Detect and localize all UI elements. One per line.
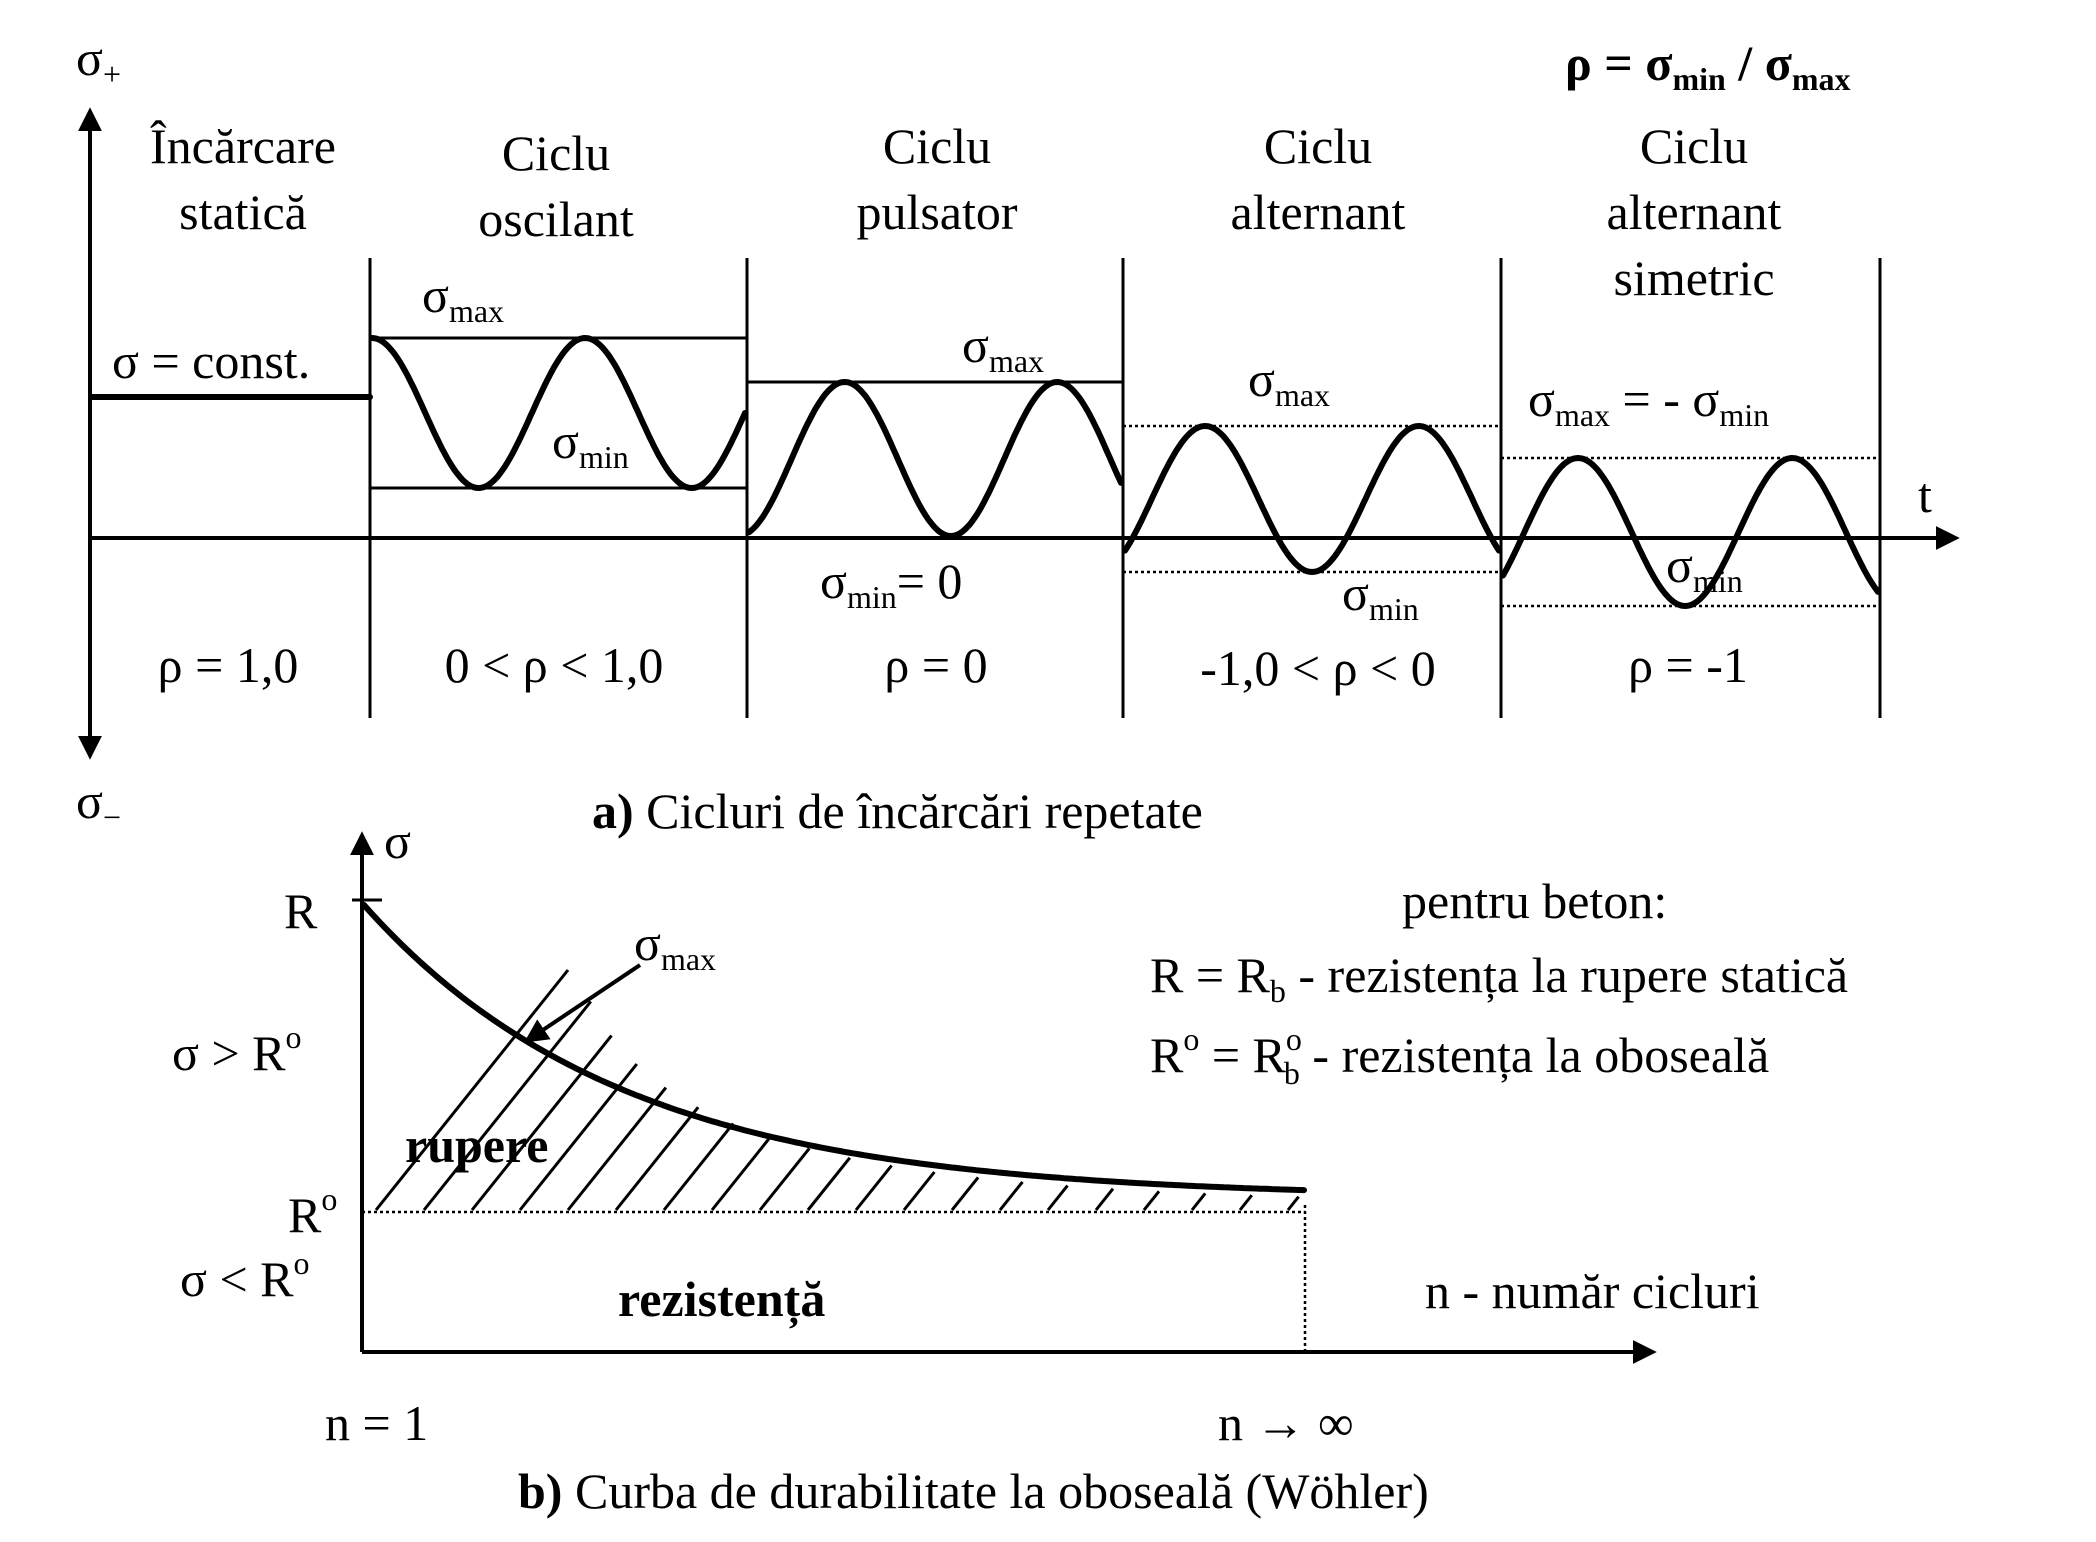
rho-static: ρ = 1,0 — [158, 637, 299, 693]
hatch-line — [902, 1171, 936, 1211]
hatch-line — [1094, 1187, 1115, 1211]
hatch-line — [1142, 1190, 1161, 1211]
R-label: R — [284, 883, 318, 939]
hatch-line — [854, 1164, 893, 1211]
hatch-line — [1238, 1194, 1253, 1211]
hatch-line — [710, 1136, 772, 1211]
legend-line-1: R = Rb - rezistența la rupere statică — [1150, 947, 1848, 1009]
zone-below-label: σ < Ro — [180, 1245, 310, 1307]
puls-sigma-min: σmin= 0 — [820, 553, 962, 615]
hatch-line — [566, 1086, 668, 1211]
hatch-line — [758, 1147, 811, 1211]
osc-sigma-min: σmin — [552, 413, 629, 475]
hatch-line — [614, 1106, 700, 1211]
caption-b: b) Curba de durabilitate la oboseală (Wö… — [518, 1463, 1429, 1519]
rho-oscillating: 0 < ρ < 1,0 — [445, 637, 664, 693]
n-axis-label: n - număr cicluri — [1425, 1263, 1760, 1319]
rho-pulsating: ρ = 0 — [884, 637, 987, 693]
sym-sigma-min: σmin — [1666, 537, 1743, 599]
sigma-minus-label: σ− — [76, 773, 121, 835]
sym-sigma-relation: σmax = - σmin — [1528, 371, 1769, 433]
pulsating-wave — [746, 379, 1124, 539]
alt-sigma-max: σmax — [1248, 351, 1330, 413]
puls-sigma-max: σmax — [962, 317, 1044, 379]
n-end-label: n → ∞ — [1218, 1395, 1354, 1451]
R0-label: Ro — [288, 1181, 337, 1243]
rupture-zone-label: rupere — [405, 1117, 548, 1173]
rupture-hatching — [374, 969, 1300, 1211]
symmetric-wave — [1500, 455, 1881, 609]
hatch-line — [1190, 1192, 1207, 1211]
hatch-line — [998, 1180, 1024, 1211]
hatch-line — [1286, 1195, 1300, 1211]
zone-above-label: σ > Ro — [172, 1019, 302, 1081]
wohler-sigma-label: σ — [384, 813, 411, 869]
static-level-label: σ = const. — [112, 333, 310, 389]
hatch-line — [806, 1156, 851, 1211]
oscillating-wave — [369, 335, 748, 491]
rho-symmetric: ρ = -1 — [1628, 637, 1748, 693]
bottom-wohler-diagram: σ R σmax σ > Ro Ro σ < Ro rupere reziste… — [172, 813, 1848, 1519]
t-axis-label: t — [1918, 467, 1932, 523]
wohler-sigma-max-label: σmax — [634, 915, 716, 977]
hatch-line — [1046, 1184, 1069, 1211]
rho-alternating: -1,0 < ρ < 0 — [1200, 640, 1436, 696]
hatch-line — [662, 1122, 735, 1211]
sigma-plus-label: σ+ — [76, 30, 121, 92]
sigma-max-pointer — [524, 963, 642, 1043]
osc-sigma-max: σmax — [422, 267, 504, 329]
legend-title: pentru beton: — [1402, 873, 1667, 929]
resistance-zone-label: rezistență — [618, 1271, 825, 1330]
hatch-line — [950, 1176, 980, 1211]
wohler-curve — [361, 902, 1307, 1194]
hatch-line — [470, 1034, 613, 1211]
alternating-wave — [1122, 423, 1502, 575]
alt-sigma-min: σmin — [1342, 565, 1419, 627]
hatch-line — [374, 969, 570, 1211]
hatch-line — [422, 1000, 592, 1211]
ratio-formula: ρ = σmin / σmax — [1565, 35, 1851, 97]
n-start-label: n = 1 — [325, 1395, 428, 1451]
caption-a: a) Cicluri de încărcări repetate — [592, 783, 1203, 839]
